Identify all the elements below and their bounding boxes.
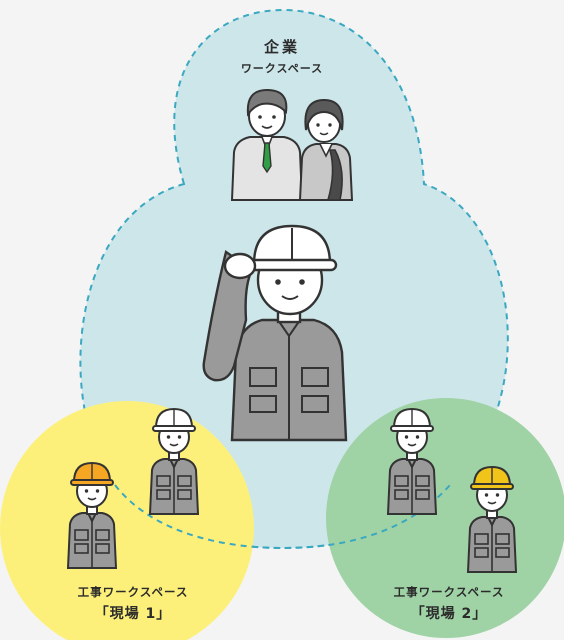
site1-workspace-name: 「現場 1」 bbox=[94, 606, 172, 622]
corporate-workspace-subtitle: ワークスペース bbox=[240, 62, 324, 75]
site2-workspace-name: 「現場 2」 bbox=[410, 606, 488, 622]
site2-workspace-area bbox=[326, 398, 564, 638]
central-worker-icon bbox=[202, 224, 348, 442]
office-worker-man-icon bbox=[230, 88, 304, 201]
corporate-workspace-title: 企業 bbox=[263, 38, 300, 56]
site1-workspace-title: 工事ワークスペース bbox=[77, 585, 189, 599]
site1-worker-orange-helmet-icon bbox=[67, 462, 117, 569]
site2-workspace-title: 工事ワークスペース bbox=[393, 585, 505, 599]
site1-worker-white-helmet-icon bbox=[149, 408, 199, 515]
office-worker-woman-icon bbox=[298, 98, 354, 201]
site2-worker-yellow-helmet-icon bbox=[467, 466, 517, 573]
site2-worker-white-helmet-icon bbox=[387, 408, 437, 515]
